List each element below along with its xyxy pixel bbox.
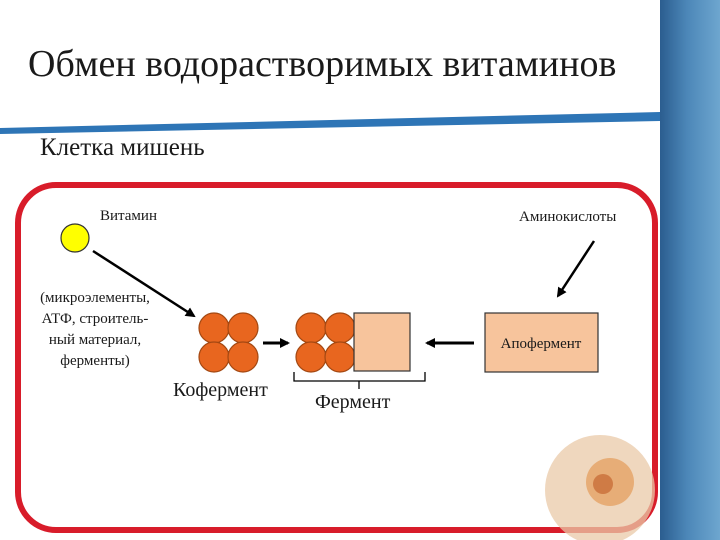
enzyme-coenzyme-circle	[295, 341, 327, 373]
precursors-line: ферменты)	[60, 353, 129, 369]
coenzyme-circle	[227, 312, 259, 344]
enzyme-coenzyme-circle	[295, 312, 327, 344]
apoenzyme-label: Апофермент	[501, 336, 582, 352]
vitamin-label: Витамин	[100, 208, 157, 224]
coenzyme-label: Кофермент	[173, 379, 268, 401]
decorative-side-strip	[660, 0, 720, 540]
precursors-label: (микроэлементы, АТФ, строитель- ный мате…	[40, 290, 150, 369]
coenzyme-cluster	[198, 312, 259, 373]
slide-title: Обмен водорастворимых витаминов	[28, 43, 617, 85]
coenzyme-circle	[198, 341, 230, 373]
arrow-amino-acids-to-apoenzyme	[556, 240, 596, 298]
apoenzyme-box	[484, 312, 599, 373]
enzyme-coenzyme-circle	[324, 341, 356, 373]
enzyme-label: Фермент	[315, 391, 391, 413]
coenzyme-circle	[227, 341, 259, 373]
coenzyme-circle	[198, 312, 230, 344]
enzyme-apoenzyme-square	[353, 312, 411, 372]
vitamin-circle	[60, 223, 90, 253]
precursors-line: АТФ, строитель-	[42, 311, 149, 327]
cell-illustration	[545, 435, 655, 540]
arrow-vitamin-to-coenzyme	[92, 249, 196, 318]
subtitle: Клетка мишень	[40, 134, 205, 161]
enzyme-complex	[295, 312, 411, 373]
precursors-line: (микроэлементы,	[40, 290, 150, 306]
amino-acids-label: Аминокислоты	[519, 209, 616, 225]
enzyme-coenzyme-circle	[324, 312, 356, 344]
precursors-line: ный материал,	[49, 332, 141, 348]
